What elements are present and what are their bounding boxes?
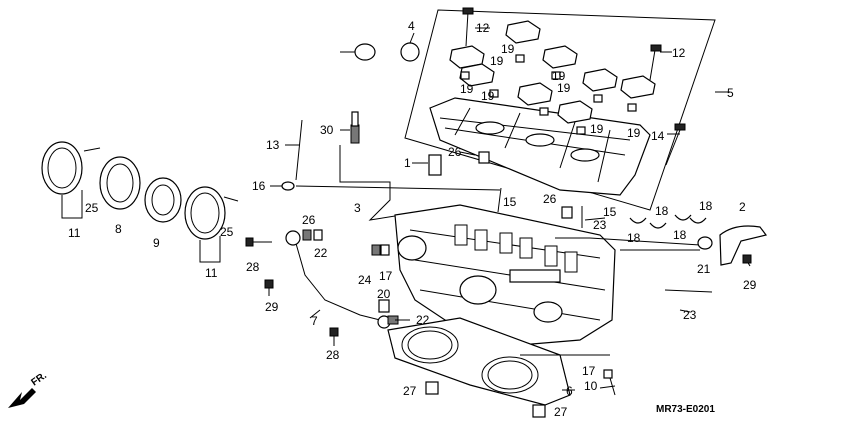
stud-bolt-13 [295, 119, 303, 181]
callout-26c: 26 [302, 213, 316, 227]
callout-19g: 19 [590, 122, 604, 136]
callout-18d: 18 [673, 228, 687, 242]
callout-14: 14 [651, 129, 665, 143]
callout-19h: 19 [627, 126, 641, 140]
callout-25a: 25 [85, 201, 99, 215]
callout-12a: 12 [476, 21, 490, 35]
callout-22a: 22 [314, 246, 328, 260]
guide-1 [428, 154, 442, 176]
washer-16 [281, 181, 295, 191]
callout-29b: 29 [265, 300, 279, 314]
callout-17a: 17 [379, 269, 393, 283]
callout-11a: 11 [68, 226, 81, 240]
callout-19e: 19 [481, 89, 495, 103]
callout-18a: 18 [655, 204, 669, 218]
callout-30: 30 [320, 123, 334, 137]
callout-20: 20 [377, 287, 391, 301]
callout-19c: 19 [552, 69, 566, 83]
callout-1: 1 [404, 156, 411, 170]
dowel-27b [532, 404, 546, 418]
callout-29a: 29 [743, 278, 757, 292]
head-cover-boundary [404, 9, 716, 211]
callout-7: 7 [311, 314, 318, 328]
oil-pipe [285, 229, 399, 329]
dowel-27a [425, 381, 439, 395]
front-direction-arrow-icon: FR. [8, 370, 49, 408]
callout-4a: 4 [408, 19, 415, 33]
callout-17b: 17 [582, 364, 596, 378]
callout-27a: 27 [403, 384, 417, 398]
diagram-code: MR73-E0201 [656, 404, 715, 415]
callout-19b: 19 [490, 54, 504, 68]
callout-26a: 26 [448, 145, 462, 159]
callout-25b: 25 [220, 225, 234, 239]
callout-16: 16 [252, 179, 266, 193]
cap-plug-a [354, 43, 376, 61]
callout-11b: 11 [205, 266, 218, 280]
callout-3: 3 [354, 201, 361, 215]
callout-15b: 15 [603, 205, 617, 219]
callout-19d: 19 [460, 82, 474, 96]
callout-6: 6 [566, 384, 573, 398]
head-cover-group [404, 7, 716, 211]
callout-26b: 26 [543, 192, 557, 206]
callout-5: 5 [727, 86, 734, 100]
callout-19f: 19 [557, 81, 571, 95]
callout-28b: 28 [326, 348, 340, 362]
water-joint-2 [719, 225, 768, 266]
callout-9: 9 [153, 236, 160, 250]
callout-13: 13 [266, 138, 280, 152]
callout-23a: 23 [593, 218, 607, 232]
o-ring-21 [697, 236, 713, 250]
callout-8: 8 [115, 222, 122, 236]
callout-24: 24 [358, 273, 372, 287]
callout-23b: 23 [683, 308, 697, 322]
cam-holders [449, 20, 656, 135]
callout-21: 21 [697, 262, 711, 276]
callout-18b: 18 [699, 199, 713, 213]
cylinder-head [394, 204, 616, 346]
front-direction-label: FR. [29, 370, 49, 388]
callout-12b: 12 [672, 46, 686, 60]
spark-plug [340, 111, 360, 144]
callout-15a: 15 [503, 195, 517, 209]
callout-22b: 22 [416, 313, 430, 327]
cap-plug-b [400, 42, 420, 62]
callout-18c: 18 [627, 231, 641, 245]
callout-28a: 28 [246, 260, 260, 274]
head-gasket [387, 317, 571, 406]
callout-27b: 27 [554, 405, 568, 419]
callout-10: 10 [584, 379, 598, 393]
intake-assembly [41, 141, 239, 263]
callout-19a: 19 [501, 42, 515, 56]
callout-2: 2 [739, 200, 746, 214]
